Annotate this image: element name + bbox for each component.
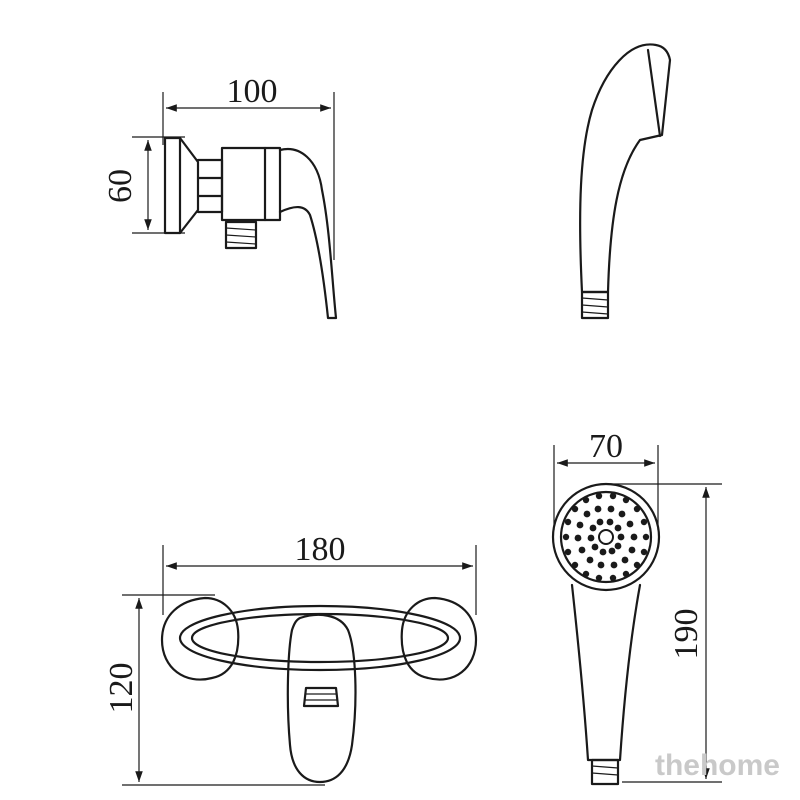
label-mixer-side-width: 100: [227, 73, 278, 110]
dimension-mixer-front-width: 180: [162, 531, 477, 615]
label-mixer-front-height: 120: [103, 663, 140, 714]
dimension-shower-head-width: 70: [553, 428, 659, 530]
dimension-shower-head-length: 190: [608, 483, 722, 783]
label-shower-head-length: 190: [668, 609, 705, 660]
mixer-front-outline: [160, 596, 478, 784]
mixer-front-view: 180 120: [103, 531, 478, 786]
handshower-front-view: 70 190: [551, 428, 722, 786]
dimension-mixer-side-height: 60: [102, 136, 185, 234]
label-mixer-front-width: 180: [295, 531, 346, 568]
mixer-side-view: 100 60: [102, 73, 338, 320]
mixer-side-outline: [163, 136, 338, 320]
handshower-side-view: [579, 43, 672, 320]
handshower-front-outline: [551, 482, 661, 786]
watermark-logo: thehome: [655, 749, 780, 782]
label-mixer-side-height: 60: [102, 169, 139, 203]
dimension-mixer-side-width: 100: [162, 73, 335, 260]
label-shower-head-width: 70: [589, 428, 623, 465]
nozzle-pattern: [562, 492, 650, 582]
dimension-mixer-front-height: 120: [103, 594, 325, 786]
